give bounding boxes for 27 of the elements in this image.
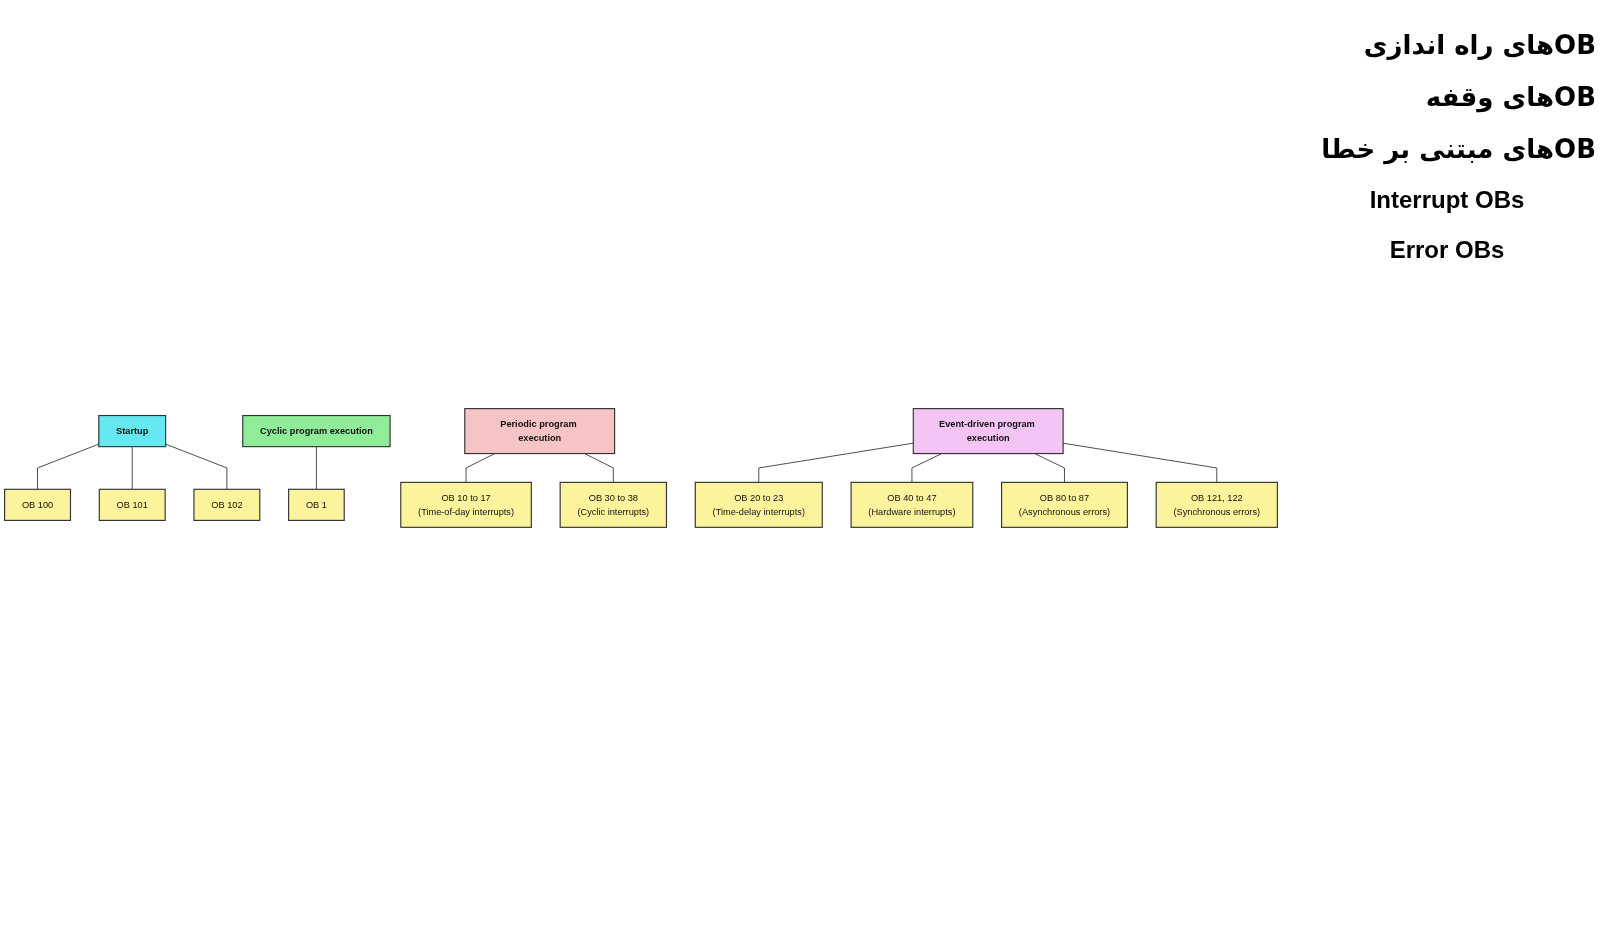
node-box: Periodic program execution [464, 408, 616, 455]
node-box: OB 121, 122 (Synchronous errors) [1155, 481, 1278, 528]
node-box: OB 30 to 38 (Cyclic interrupts) [559, 481, 668, 528]
node-box: OB 1 [288, 488, 345, 521]
label-text: OBهای وقفه [1424, 82, 1596, 112]
connector [1034, 453, 1065, 483]
connector [911, 453, 943, 483]
node-box: Startup [98, 415, 167, 448]
node-box: OB 80 to 87 (Asynchronous errors) [1001, 481, 1128, 528]
label-text: Interrupt OBs [1368, 186, 1526, 214]
node-box: OB 10 to 17 (Time-of-day interrupts) [400, 481, 532, 528]
node-box: OB 102 [193, 488, 261, 521]
connector [165, 443, 228, 490]
connector [758, 442, 914, 483]
connector [465, 453, 496, 483]
label-text: OBهای راه اندازی [1362, 30, 1596, 60]
connector [584, 453, 614, 483]
node-box: OB 100 [4, 488, 72, 521]
node-box: Cyclic program execution [242, 415, 391, 448]
node-box: Event-driven program execution [912, 408, 1064, 455]
connector [316, 446, 317, 490]
node-box: OB 40 to 47 (Hardware interrupts) [850, 481, 974, 528]
label-text: OBهای مبتنی بر خطا [1320, 134, 1596, 164]
connector [131, 446, 133, 490]
node-box: OB 101 [98, 488, 166, 521]
label-text: Error OBs [1388, 236, 1506, 264]
node-box: OB 20 to 23 (Time-delay interrupts) [694, 481, 823, 528]
